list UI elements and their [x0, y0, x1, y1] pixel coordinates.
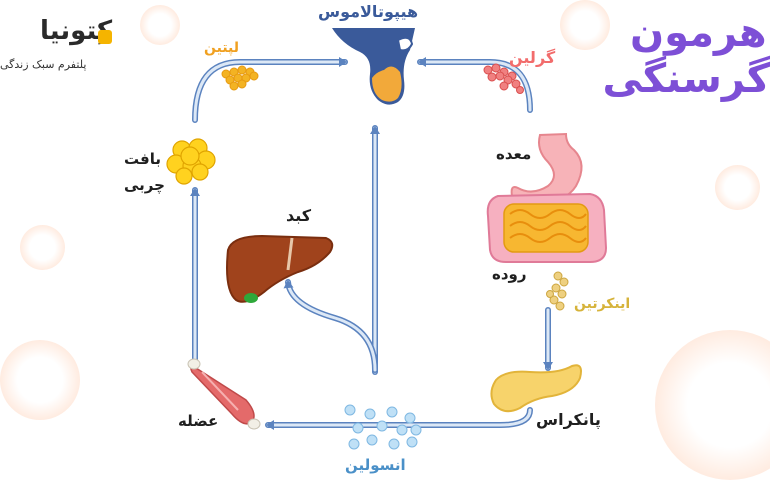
pancreas-icon — [490, 364, 582, 413]
label-intestine: روده — [492, 265, 527, 283]
insulin-dots-icon — [344, 404, 422, 450]
leptin-cluster-icon — [221, 65, 259, 91]
label-hypothalamus: هیپوتالاموس — [318, 2, 419, 21]
label-muscle: عضله — [178, 412, 219, 430]
arrow-ghrelin-to-hypothalamus — [417, 57, 533, 113]
bg-bubble — [20, 225, 65, 270]
label-fat-line1: بافت — [124, 150, 161, 168]
label-stomach: معده — [496, 145, 532, 163]
page-title: هرمون گرسنگی — [602, 10, 770, 102]
label-insulin: انسولین — [345, 456, 406, 474]
bg-bubble — [715, 165, 760, 210]
hypothalamus-icon — [332, 28, 415, 105]
arrow-leptin-to-hypothalamus — [192, 57, 348, 123]
brand-accent-dot — [98, 30, 112, 44]
incretin-cluster-icon — [546, 271, 569, 311]
bg-bubble — [560, 0, 610, 50]
label-incretin: اینکرتین — [574, 296, 631, 312]
title-line-1: هرمون — [630, 10, 767, 56]
intestine-icon — [486, 192, 608, 263]
bg-bubble — [0, 340, 80, 420]
brand-tagline: پلتفرم سبک زندگی — [0, 58, 87, 71]
label-leptin: لپتین — [204, 40, 239, 56]
label-liver: کبد — [286, 206, 312, 225]
ghrelin-cluster-icon — [483, 63, 524, 94]
bg-bubble — [140, 5, 180, 45]
label-ghrelin: گرلین — [509, 48, 556, 67]
arrow-insulin-to-liver — [283, 279, 378, 373]
arrow-pancreas-to-muscle — [265, 407, 533, 430]
liver-icon — [226, 234, 334, 303]
bg-bubble — [655, 330, 770, 480]
muscle-icon — [187, 358, 261, 430]
fat-cell-icon — [166, 138, 216, 185]
label-pancreas: پانکراس — [536, 410, 601, 429]
title-line-2: گرسنگی — [602, 56, 770, 102]
label-fat-line2: چربی — [124, 176, 165, 194]
